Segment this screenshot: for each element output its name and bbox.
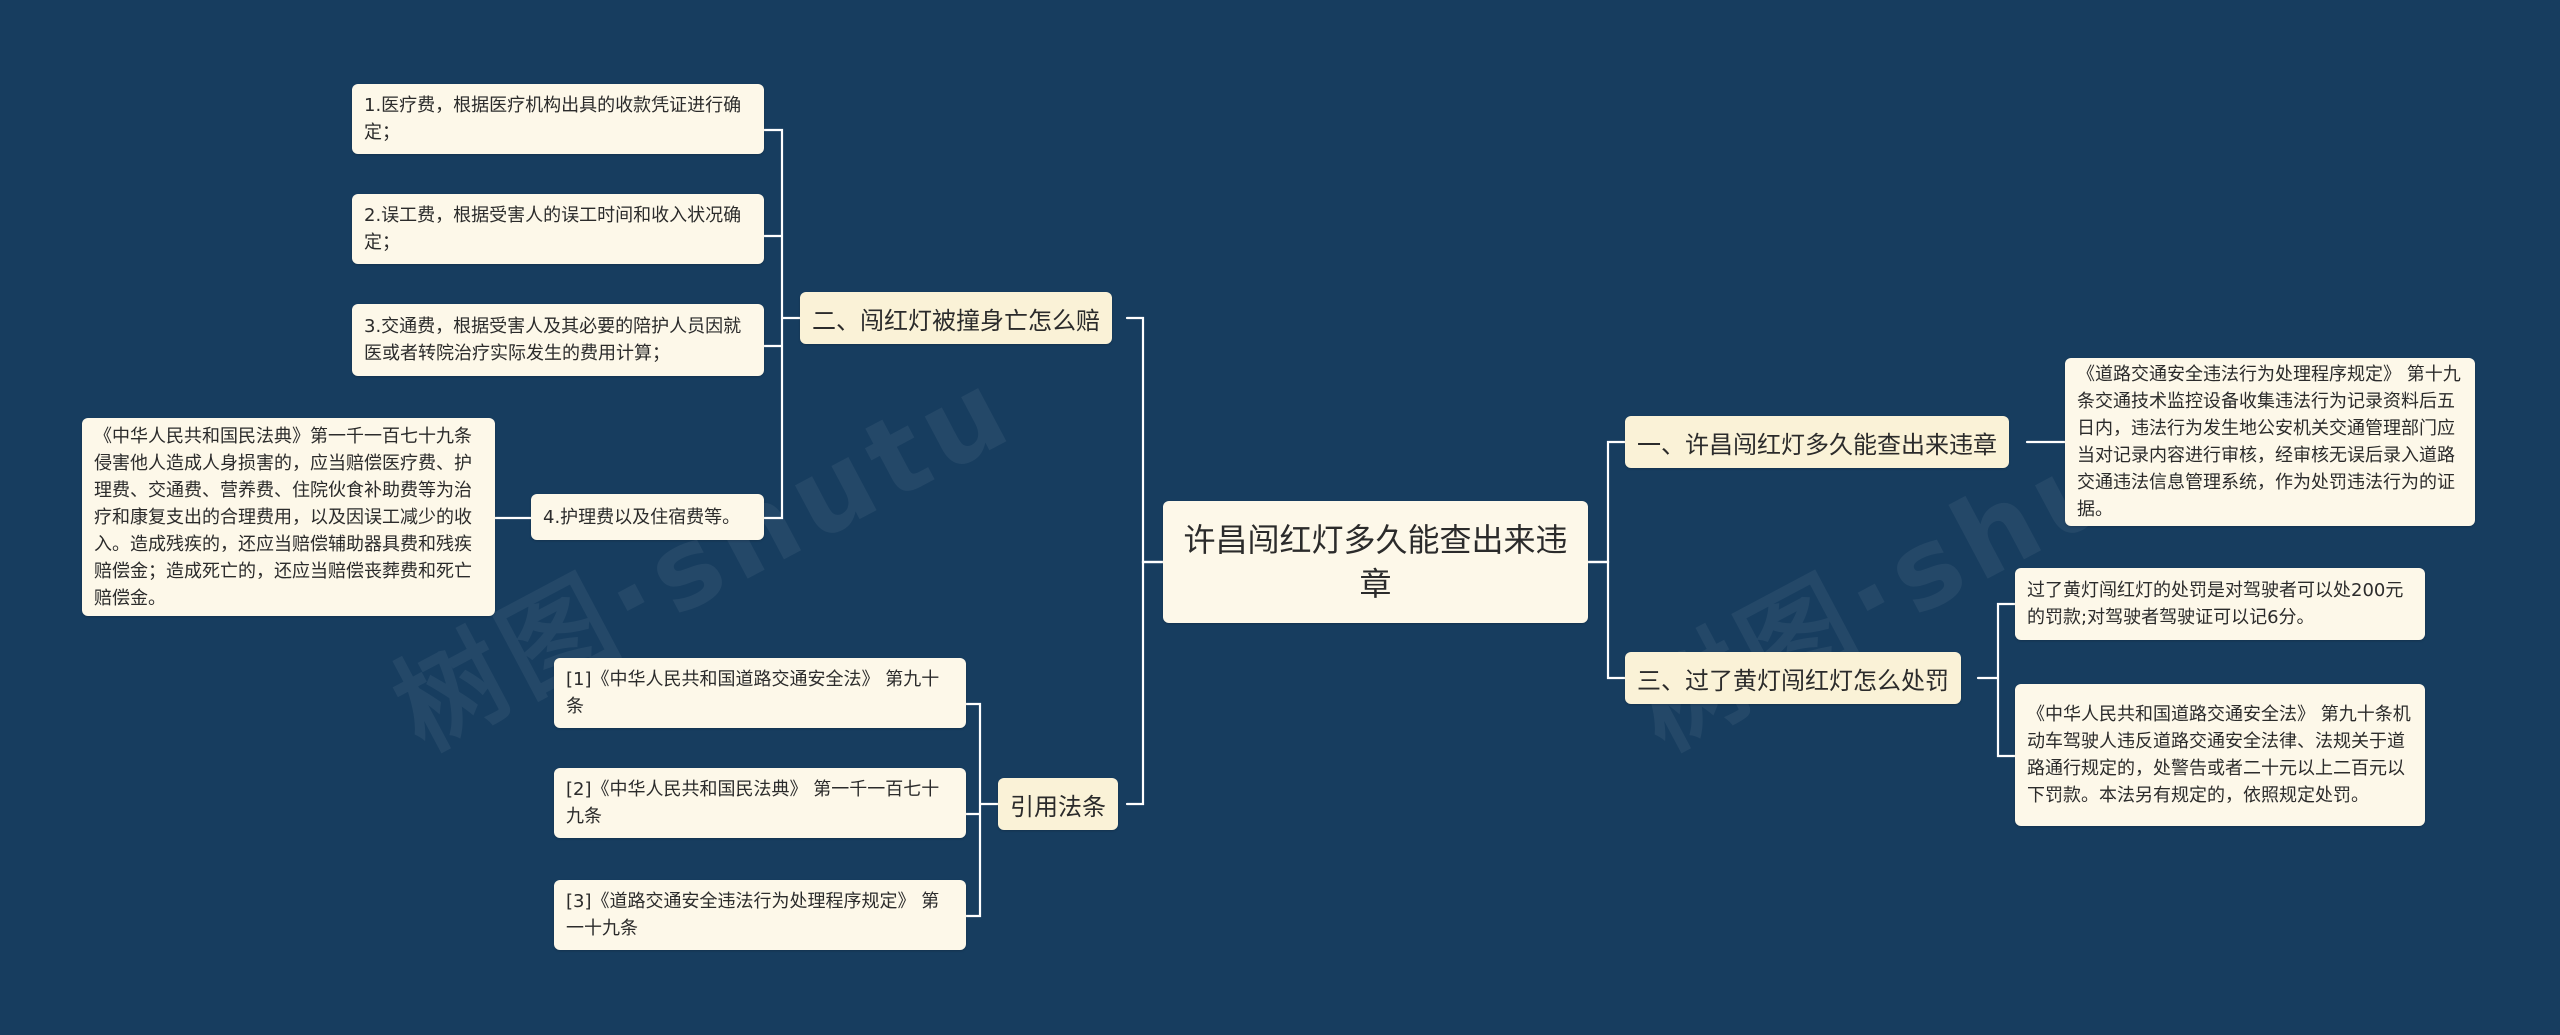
root-topic-text: 许昌闯红灯多久能查出来违章 — [1183, 521, 1568, 603]
branch-compensation-label: 二、闯红灯被撞身亡怎么赔 — [812, 306, 1100, 335]
branch-citations-label: 引用法条 — [1010, 792, 1106, 821]
leaf-lost-wages[interactable]: 2.误工费，根据受害人的误工时间和收入状况确定； — [352, 194, 764, 264]
leaf-citation-3[interactable]: [3]《道路交通安全违法行为处理程序规定》 第一十九条 — [554, 880, 966, 950]
leaf-civil-code-article[interactable]: 《中华人民共和国民法典》第一千一百七十九条侵害他人造成人身损害的，应当赔偿医疗费… — [82, 418, 495, 616]
leaf-transport-fee[interactable]: 3.交通费，根据受害人及其必要的陪护人员因就医或者转院治疗实际发生的费用计算； — [352, 304, 764, 376]
link-root-b3 — [1586, 440, 1627, 564]
leaf-medical-fee[interactable]: 1.医疗费，根据医疗机构出具的收款凭证进行确定； — [352, 84, 764, 154]
link-b1-leaves — [762, 128, 802, 520]
leaf-citation-2[interactable]: [2]《中华人民共和国民法典》 第一千一百七十九条 — [554, 768, 966, 838]
leaf-citation-1[interactable]: [1]《中华人民共和国道路交通安全法》 第九十条 — [554, 658, 966, 728]
link-root-b4 — [1586, 560, 1627, 680]
leaf-penalty-amount[interactable]: 过了黄灯闯红灯的处罚是对驾驶者可以处200元的罚款;对驾驶者驾驶证可以记6分。 — [2015, 568, 2425, 640]
link-root-b2 — [1125, 560, 1165, 806]
branch-detection-time[interactable]: 一、许昌闯红灯多久能查出来违章 — [1625, 416, 2009, 468]
branch-penalty-label: 三、过了黄灯闯红灯怎么处罚 — [1637, 666, 1949, 695]
leaf-traffic-law-article[interactable]: 《中华人民共和国道路交通安全法》 第九十条机动车驾驶人违反道路交通安全法律、法规… — [2015, 684, 2425, 826]
leaf-nursing-fee[interactable]: 4.护理费以及住宿费等。 — [531, 494, 764, 540]
branch-citations[interactable]: 引用法条 — [998, 778, 1118, 830]
leaf-procedure-article[interactable]: 《道路交通安全违法行为处理程序规定》 第十九条交通技术监控设备收集违法行为记录资… — [2065, 358, 2475, 526]
link-root-b1 — [1125, 316, 1165, 564]
branch-detection-time-label: 一、许昌闯红灯多久能查出来违章 — [1637, 430, 1997, 459]
root-topic[interactable]: 许昌闯红灯多久能查出来违章 — [1163, 501, 1588, 623]
branch-penalty[interactable]: 三、过了黄灯闯红灯怎么处罚 — [1625, 652, 1961, 704]
branch-compensation[interactable]: 二、闯红灯被撞身亡怎么赔 — [800, 292, 1112, 344]
link-b4-c — [1976, 602, 2017, 758]
link-b2-refs — [964, 702, 1000, 918]
